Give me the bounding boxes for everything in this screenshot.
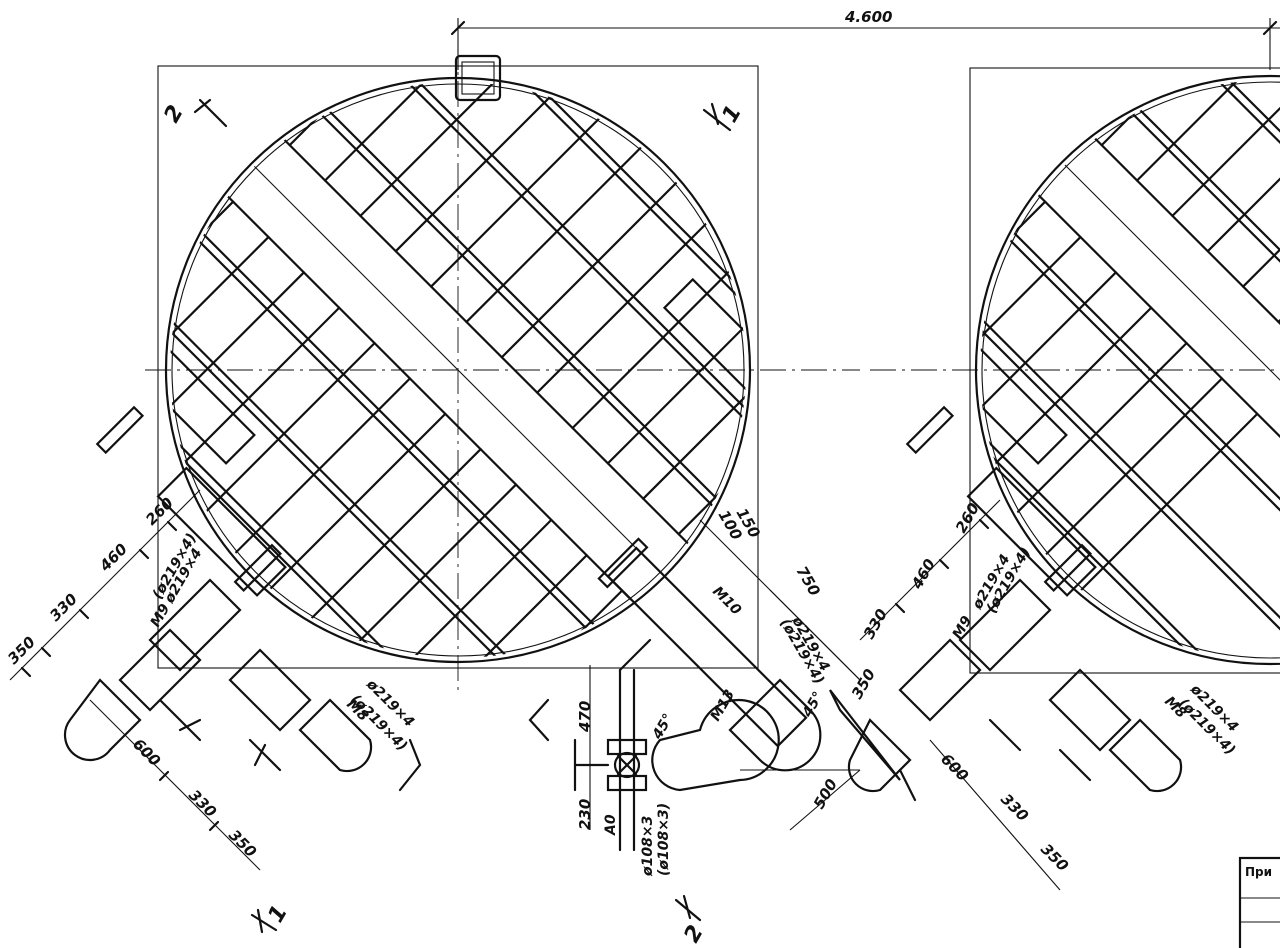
right-dim-350: 350 xyxy=(848,666,879,702)
right-tank-unit: 330 460 260 350 600 330 350 M9 ø219×4 (ø… xyxy=(847,67,1280,891)
left-tank-unit: 350 330 460 260 600 330 350 M9 ø219×4 (ø… xyxy=(4,40,860,871)
center-elbow-mark: M13 xyxy=(708,687,739,724)
section-mark-top-right: 1 xyxy=(702,101,747,132)
left-dim-600: 600 xyxy=(129,735,164,770)
right-outlet-mark: M9 xyxy=(950,613,976,642)
center-angle: 45° xyxy=(649,711,677,743)
section-mark-bottom-center: 2 xyxy=(674,894,709,947)
center-dim-230: 230 xyxy=(576,799,594,830)
right-foundation-outline xyxy=(969,67,1280,674)
left-outlet-mark: M9 xyxy=(148,601,174,630)
overall-dimension: 4.600 xyxy=(450,8,1280,70)
center-drain-pipe: ø108×3 xyxy=(640,816,656,877)
right-dim-330: 330 xyxy=(860,606,891,642)
left-dim-260: 260 xyxy=(142,494,177,529)
left-dim-330-b: 330 xyxy=(185,786,220,821)
section-mark-bottom-center-label: 2 xyxy=(680,921,709,947)
left-outlet-piping xyxy=(63,405,422,792)
left-dim-330: 330 xyxy=(46,590,81,625)
section-mark-bottom-left: 1 xyxy=(250,901,293,934)
section-mark-bottom-left-label: 1 xyxy=(264,901,293,927)
right-tank-shell-inner xyxy=(981,81,1280,659)
center-dim-750: 750 xyxy=(793,563,824,599)
overall-dimension-label: 4.600 xyxy=(844,8,892,26)
left-dimension-chain: 350 330 460 260 600 330 350 xyxy=(4,489,261,871)
right-outlet-piping xyxy=(847,405,1183,802)
center-dim-500: 500 xyxy=(810,776,841,812)
right-dim-330-b: 330 xyxy=(997,790,1032,825)
title-block-stamp: При xyxy=(1238,856,1280,948)
center-valve-mark: A0 xyxy=(603,814,619,836)
drain-valve xyxy=(573,738,648,792)
center-drain-pipe-alt: (ø108×3) xyxy=(656,803,672,876)
left-dim-350: 350 xyxy=(4,633,39,668)
right-dimension-chain: 330 460 260 350 600 330 350 xyxy=(848,499,1072,891)
left-dim-460: 460 xyxy=(95,540,131,576)
left-top-hatch xyxy=(454,54,502,102)
stamp-label: При xyxy=(1245,865,1272,879)
left-internal-lattice xyxy=(170,82,746,658)
section-mark-top-left: 2 xyxy=(160,98,228,128)
right-internal-lattice xyxy=(980,80,1280,660)
center-branch-piping: 100 150 750 M10 ø219×4 (ø219×4) M13 45° … xyxy=(528,505,901,877)
left-dim-350-b: 350 xyxy=(225,826,260,861)
section-mark-top-left-label: 2 xyxy=(160,101,189,127)
right-dim-600: 600 xyxy=(937,750,972,785)
center-branch-mark: M10 xyxy=(709,584,744,619)
center-dim-470: 470 xyxy=(576,701,594,733)
